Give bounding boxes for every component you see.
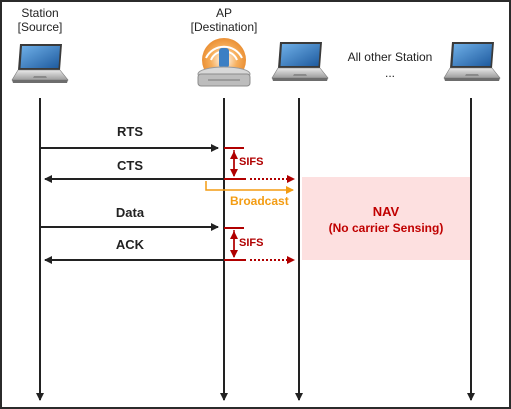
nav-title: NAV [373, 204, 400, 219]
nav-subtitle: (No carrier Sensing) [329, 221, 444, 235]
nav-region [302, 177, 472, 260]
others-title: All other Station [348, 50, 433, 64]
laptop-icon [443, 41, 501, 82]
broadcast-label: Broadcast [230, 194, 289, 208]
ack-label: ACK [116, 237, 145, 252]
sifs-marker [224, 227, 244, 258]
source-title: Station [21, 6, 58, 20]
cts-label: CTS [117, 158, 143, 173]
sifs-label: SIFS [239, 237, 263, 249]
laptop-icon [271, 41, 329, 82]
broadcast-arrow [205, 181, 294, 194]
others-ellipsis: ... [385, 66, 395, 80]
sifs-label: SIFS [239, 156, 263, 168]
data-label: Data [116, 205, 145, 220]
laptop-icon [11, 43, 69, 84]
ap-subtitle: [Destination] [191, 20, 258, 34]
access-point-icon [197, 38, 251, 87]
sifs-marker [224, 147, 244, 177]
source-subtitle: [Source] [18, 20, 63, 34]
rts-label: RTS [117, 124, 143, 139]
ap-title: AP [216, 6, 232, 20]
